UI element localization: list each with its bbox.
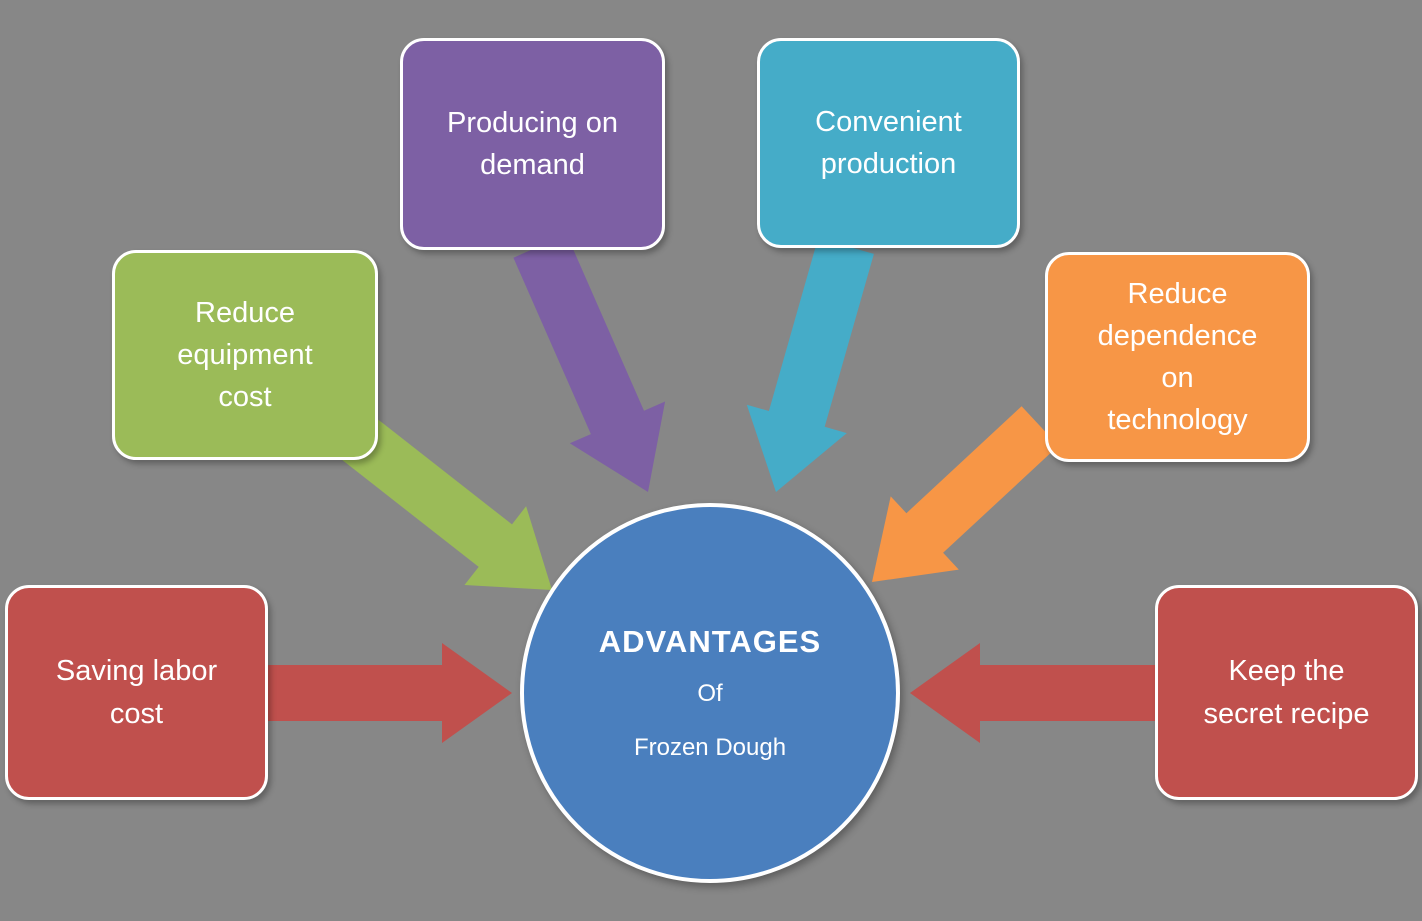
arrow-convenient-production bbox=[746, 238, 874, 492]
arrow-saving-labor-cost bbox=[266, 643, 512, 743]
box-label-saving-labor-cost: Saving labor cost bbox=[55, 655, 218, 730]
box-label-reduce-dependence-on-technology: Reduce dependence on technology bbox=[1097, 277, 1258, 437]
center-title: ADVANTAGES bbox=[598, 624, 822, 659]
box-reduce-equipment-cost: Reduce equipment cost bbox=[112, 250, 378, 460]
arrow-reduce-dependence-on-technology bbox=[872, 406, 1059, 582]
center-subtitle: Of bbox=[697, 680, 723, 707]
box-convenient-production: Convenient production bbox=[757, 38, 1020, 248]
center-circle: ADVANTAGES Of Frozen Dough bbox=[520, 503, 900, 883]
arrow-producing-on-demand bbox=[513, 234, 666, 493]
box-saving-labor-cost: Saving labor cost bbox=[5, 585, 268, 800]
box-keep-the-secret-recipe: Keep the secret recipe bbox=[1155, 585, 1418, 800]
box-label-keep-the-secret-recipe: Keep the secret recipe bbox=[1203, 655, 1370, 730]
box-label-convenient-production: Convenient production bbox=[815, 105, 962, 180]
center-subject: Frozen Dough bbox=[633, 734, 787, 761]
box-label-reduce-equipment-cost: Reduce equipment cost bbox=[177, 296, 313, 414]
box-reduce-dependence-on-technology: Reduce dependence on technology bbox=[1045, 252, 1310, 462]
arrow-keep-the-secret-recipe bbox=[910, 643, 1156, 743]
box-producing-on-demand: Producing on demand bbox=[400, 38, 665, 250]
box-label-producing-on-demand: Producing on demand bbox=[447, 106, 618, 181]
